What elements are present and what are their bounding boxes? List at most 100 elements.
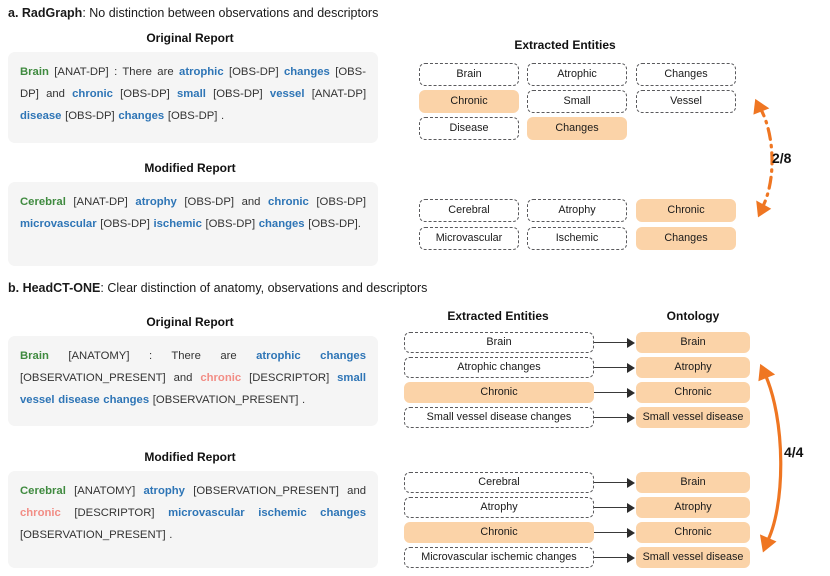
entity-box[interactable]: Atrophy bbox=[636, 357, 750, 378]
entity-box[interactable]: Chronic bbox=[636, 199, 736, 222]
entity-box[interactable]: Brain bbox=[419, 63, 519, 86]
entity-label: Atrophic bbox=[557, 68, 597, 81]
mapping-arrow-head bbox=[627, 477, 635, 488]
report-token-tag: [OBS-DP]. bbox=[308, 218, 361, 231]
entity-label: Small vessel disease changes bbox=[426, 411, 572, 424]
entity-box[interactable]: Atrophic bbox=[527, 63, 627, 86]
mapping-arrow-head bbox=[627, 362, 635, 373]
entity-label: Atrophy bbox=[480, 501, 518, 514]
panel-b-description: : Clear distinction of anatomy, observat… bbox=[100, 281, 428, 295]
report-token-observation: small bbox=[176, 88, 206, 101]
report-token-observation: changes bbox=[283, 66, 330, 78]
panel-b-match-arrow bbox=[758, 363, 783, 553]
entity-box[interactable]: Chronic bbox=[636, 522, 750, 543]
entity-box[interactable]: Small vessel disease changes bbox=[404, 407, 594, 428]
report-token-tag: [ANAT-DP] bbox=[73, 196, 128, 208]
report-token-tag: [OBSERVATION_PRESENT] . bbox=[20, 529, 173, 542]
panel-b-modified-report-box: Cerebral [ANATOMY] atrophy [OBSERVATION_… bbox=[8, 471, 378, 568]
entity-box[interactable]: Chronic bbox=[636, 382, 750, 403]
panel-a-original-heading: Original Report bbox=[146, 31, 234, 45]
mapping-arrow-head bbox=[627, 387, 635, 398]
report-token-tag: [DESCRIPTOR] bbox=[74, 507, 155, 520]
panel-a-entities-heading: Extracted Entities bbox=[514, 38, 616, 52]
entity-box[interactable]: Atrophic changes bbox=[404, 357, 594, 378]
report-token-tag: [OBS-DP] bbox=[316, 196, 367, 208]
entity-box[interactable]: Changes bbox=[636, 63, 736, 86]
entity-label: Brain bbox=[680, 476, 706, 489]
entity-label: Chronic bbox=[674, 526, 712, 539]
panel-a-match-ratio: 2/8 bbox=[772, 150, 792, 166]
report-token-tag: and bbox=[173, 372, 193, 385]
entity-box[interactable]: Small vessel disease bbox=[636, 547, 750, 568]
panel-b-original-heading: Original Report bbox=[146, 315, 234, 329]
mapping-arrow-head bbox=[627, 527, 635, 538]
report-token-tag: [OBS-DP] bbox=[20, 66, 366, 101]
panel-b-match-ratio: 4/4 bbox=[784, 444, 804, 460]
report-token-anatomy: Cerebral bbox=[20, 485, 66, 497]
entity-box[interactable]: Atrophy bbox=[404, 497, 594, 518]
report-token-observation: disease bbox=[20, 110, 62, 123]
report-token-observation: microvascular bbox=[20, 218, 97, 231]
entity-label: Small vessel disease bbox=[642, 411, 744, 424]
mapping-arrow-line bbox=[594, 531, 627, 534]
report-token-anatomy: Brain bbox=[20, 66, 49, 78]
entity-label: Chronic bbox=[674, 386, 712, 399]
report-token-observation: microvascular ischemic changes bbox=[168, 507, 366, 520]
entity-box[interactable]: Ischemic bbox=[527, 227, 627, 250]
report-token-tag: and bbox=[347, 485, 367, 497]
entity-label: Ischemic bbox=[555, 232, 599, 245]
entity-box[interactable]: Disease bbox=[419, 117, 519, 140]
entity-box[interactable]: Small vessel disease bbox=[636, 407, 750, 428]
entity-box[interactable]: Cerebral bbox=[404, 472, 594, 493]
report-token-descriptor: chronic bbox=[200, 372, 242, 385]
report-token-tag: [OBS-DP] . bbox=[167, 110, 225, 123]
entity-box[interactable]: Atrophy bbox=[636, 497, 750, 518]
panel-b: b. HeadCT-ONE: Clear distinction of anat… bbox=[0, 276, 830, 576]
report-token-tag: : bbox=[114, 66, 118, 78]
report-token-tag: [OBSERVATION_PRESENT] bbox=[193, 485, 339, 497]
mapping-arrow-head bbox=[627, 552, 635, 563]
entity-box[interactable]: Microvascular bbox=[419, 227, 519, 250]
entity-box[interactable]: Changes bbox=[636, 227, 736, 250]
entity-box[interactable]: Vessel bbox=[636, 90, 736, 113]
entity-box[interactable]: Brain bbox=[636, 332, 750, 353]
report-token-observation: ischemic bbox=[153, 218, 202, 231]
entity-label: Vessel bbox=[670, 95, 702, 108]
report-token-tag: [OBS-DP] bbox=[120, 88, 170, 101]
report-token-tag: [ANAT-DP] bbox=[311, 88, 367, 101]
panel-a-title: a. RadGraph: No distinction between obse… bbox=[8, 6, 378, 20]
entity-label: Chronic bbox=[480, 526, 518, 539]
entity-box[interactable]: Chronic bbox=[419, 90, 519, 113]
entity-box[interactable]: Small bbox=[527, 90, 627, 113]
report-token-anatomy: Cerebral bbox=[20, 196, 66, 208]
entity-label: Microvascular bbox=[435, 232, 503, 245]
entity-box[interactable]: Microvascular ischemic changes bbox=[404, 547, 594, 568]
entity-box[interactable]: Chronic bbox=[404, 382, 594, 403]
entity-label: Chronic bbox=[480, 386, 518, 399]
entity-box[interactable]: Changes bbox=[527, 117, 627, 140]
entity-box[interactable]: Atrophy bbox=[527, 199, 627, 222]
report-token-descriptor: chronic bbox=[20, 507, 61, 520]
report-token-tag: There are bbox=[171, 350, 237, 362]
entity-label: Brain bbox=[486, 336, 512, 349]
entity-label: Cerebral bbox=[478, 476, 520, 489]
report-token-tag: [OBS-DP] bbox=[205, 218, 256, 231]
entity-label: Atrophic changes bbox=[457, 361, 541, 374]
panel-b-original-report-box: Brain [ANATOMY] : There are atrophic cha… bbox=[8, 336, 378, 426]
panel-a-original-report-box: Brain [ANAT-DP] : There are atrophic [OB… bbox=[8, 52, 378, 143]
entity-box[interactable]: Brain bbox=[636, 472, 750, 493]
mapping-arrow-line bbox=[594, 481, 627, 484]
report-token-observation: atrophy bbox=[143, 485, 185, 497]
panel-b-label: b. HeadCT-ONE bbox=[8, 281, 101, 295]
entity-label: Atrophy bbox=[674, 501, 712, 514]
entity-box[interactable]: Chronic bbox=[404, 522, 594, 543]
entity-label: Small bbox=[563, 95, 591, 108]
entity-box[interactable]: Cerebral bbox=[419, 199, 519, 222]
report-token-tag: [ANAT-DP] bbox=[54, 66, 109, 78]
report-token-observation: atrophic bbox=[179, 66, 224, 78]
entity-label: Changes bbox=[555, 122, 599, 135]
panel-a: a. RadGraph: No distinction between obse… bbox=[0, 0, 830, 272]
entity-box[interactable]: Brain bbox=[404, 332, 594, 353]
report-token-tag: [ANATOMY] bbox=[68, 350, 130, 362]
mapping-arrow-line bbox=[594, 556, 627, 559]
